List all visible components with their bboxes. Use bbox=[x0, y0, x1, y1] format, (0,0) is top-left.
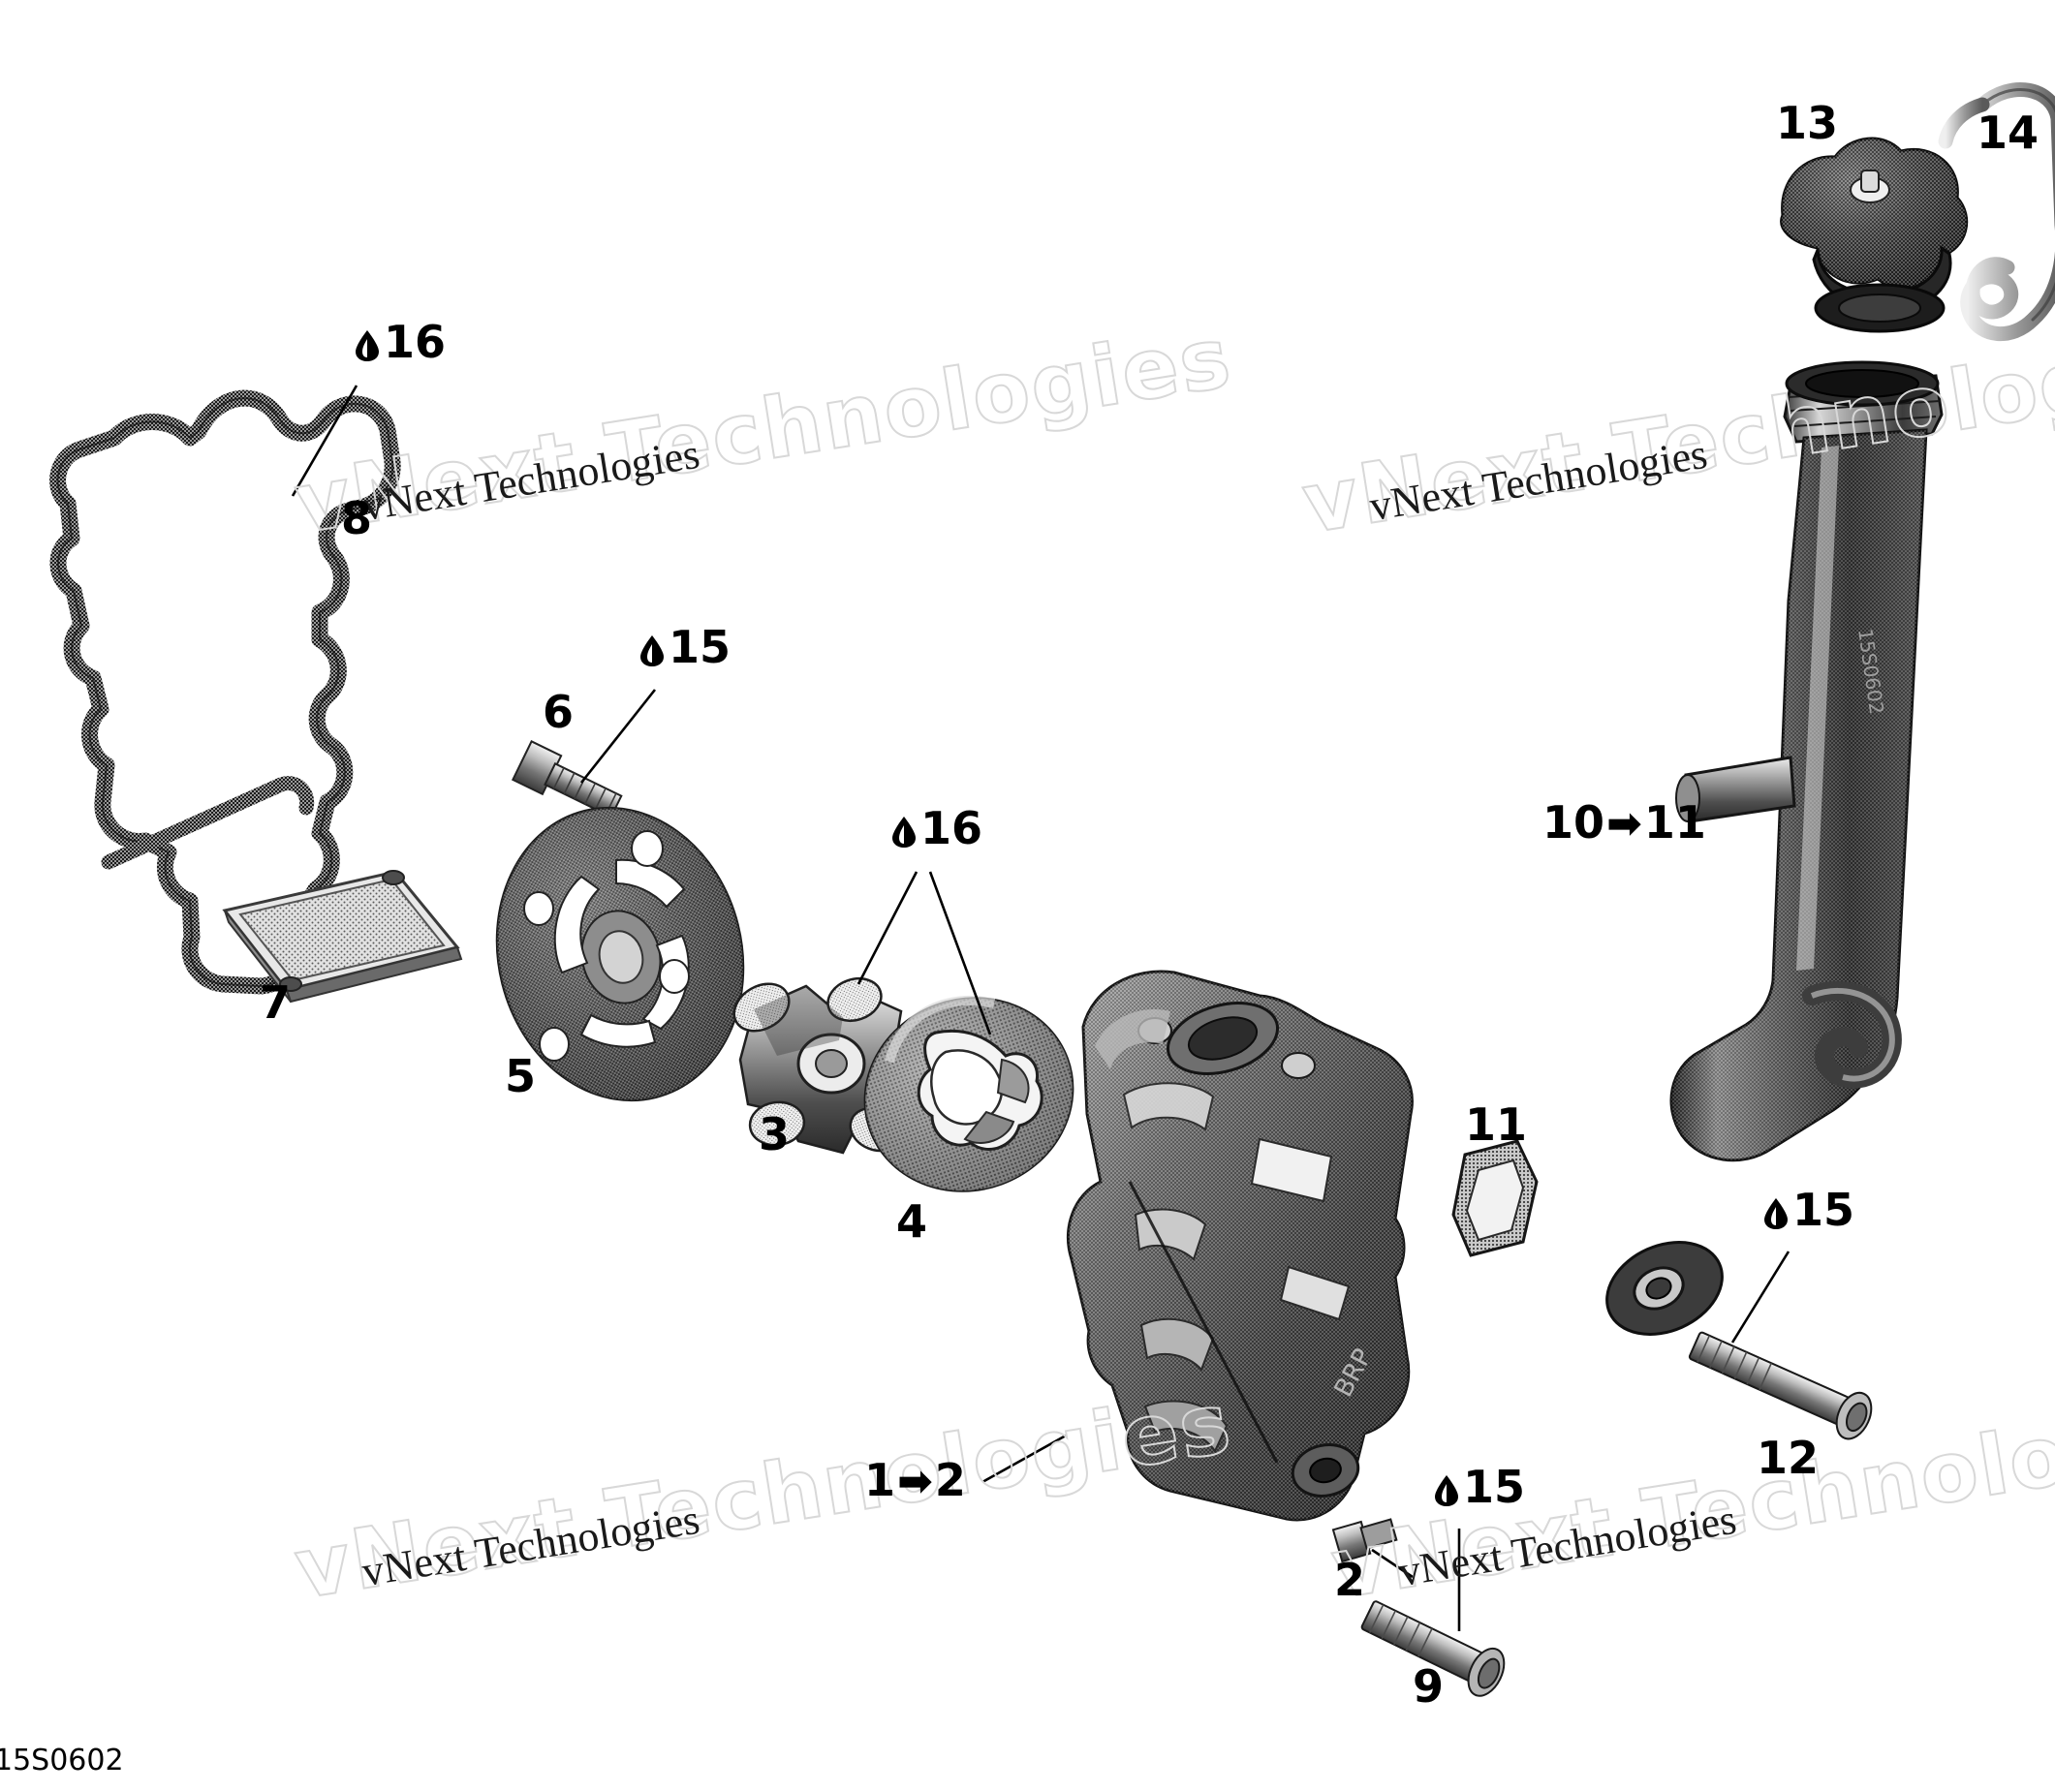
callout-12-long-bolt: 12 bbox=[1757, 1436, 1819, 1480]
callout-16-rotors: 16 bbox=[891, 806, 982, 850]
callout-text: 16 bbox=[920, 802, 983, 854]
callout-text: 15 bbox=[669, 621, 732, 673]
oil-drop-icon bbox=[1763, 1192, 1789, 1229]
callout-15-bolt9: 15 bbox=[1434, 1465, 1525, 1509]
leader-16a bbox=[291, 385, 358, 497]
arrow-right-icon: ➡ bbox=[1606, 799, 1642, 849]
watermark-text: vNext Technologies bbox=[358, 1495, 703, 1596]
part-4-outer-rotor bbox=[863, 995, 1074, 1192]
oil-drop-icon bbox=[639, 630, 665, 666]
watermark-text: vNext Technologies bbox=[1395, 1495, 1740, 1596]
callout-text-2: 2 bbox=[934, 1454, 966, 1506]
part-8-cover-gasket bbox=[49, 389, 401, 995]
callout-text: 12 bbox=[1757, 1432, 1820, 1484]
callout-5-cover-plate: 5 bbox=[505, 1054, 536, 1098]
leader-15a bbox=[579, 689, 657, 784]
callout-text-2: 11 bbox=[1643, 796, 1706, 849]
callout-11-seal: 11 bbox=[1465, 1102, 1527, 1147]
watermark-outline: vNext Technologies bbox=[288, 1374, 1239, 1619]
leader-lines bbox=[291, 385, 1790, 1631]
callout-13-filler-cap: 13 bbox=[1776, 101, 1838, 145]
watermark-outline: vNext Technologies bbox=[1295, 308, 2055, 553]
callout-15-bolt6: 15 bbox=[639, 625, 731, 669]
callout-text: 3 bbox=[759, 1108, 791, 1160]
callout-16-gasket: 16 bbox=[355, 320, 446, 364]
svg-text:BRP: BRP bbox=[1329, 1344, 1379, 1403]
leader-15c bbox=[1730, 1251, 1790, 1344]
watermark-text: vNext Technologies bbox=[1366, 429, 1711, 531]
part-13-oil-filler-cap bbox=[1780, 137, 1969, 333]
callout-15-bolt12: 15 bbox=[1763, 1188, 1854, 1232]
callout-1-to-2-housing: 1➡2 bbox=[864, 1458, 966, 1503]
oil-drop-icon bbox=[1434, 1469, 1459, 1506]
callout-3-inner-rotor: 3 bbox=[759, 1112, 790, 1157]
leader-16b-left bbox=[856, 871, 919, 985]
part-6-hex-bolt bbox=[511, 740, 623, 819]
callout-text: 1 bbox=[864, 1454, 896, 1506]
callout-text: 15 bbox=[1463, 1461, 1526, 1513]
oil-drop-icon bbox=[355, 324, 380, 361]
callout-text: 5 bbox=[505, 1050, 537, 1102]
diagram-id-code: 15S0602 bbox=[0, 1744, 124, 1777]
callout-text: 14 bbox=[1977, 107, 2039, 159]
svg-text:15S0602: 15S0602 bbox=[1853, 627, 1888, 716]
callout-6-bolt: 6 bbox=[543, 690, 574, 734]
callout-text: 11 bbox=[1465, 1098, 1528, 1151]
callout-text: 10 bbox=[1542, 796, 1605, 849]
callout-4-outer-rotor: 4 bbox=[896, 1199, 927, 1244]
callout-10-to-11-tube: 10➡11 bbox=[1542, 800, 1706, 846]
callout-text: 9 bbox=[1413, 1660, 1445, 1713]
callout-text: 8 bbox=[341, 492, 373, 544]
callout-text: 15 bbox=[1792, 1184, 1855, 1236]
oil-drop-icon bbox=[891, 811, 917, 848]
callout-text: 13 bbox=[1776, 97, 1839, 149]
leader-16b-right bbox=[928, 871, 992, 1035]
callout-text: 16 bbox=[384, 316, 447, 368]
callout-7-strainer: 7 bbox=[260, 980, 291, 1025]
callout-text: 6 bbox=[543, 686, 575, 738]
arrow-right-icon: ➡ bbox=[897, 1457, 933, 1506]
leader-2 bbox=[1371, 1548, 1414, 1579]
part-11-tube-seal bbox=[1451, 1139, 1539, 1257]
callout-14-retainer-wire: 14 bbox=[1977, 110, 2039, 155]
callout-9-bolt: 9 bbox=[1413, 1664, 1444, 1709]
callout-text: 4 bbox=[896, 1195, 928, 1248]
callout-text: 7 bbox=[260, 976, 292, 1029]
leader-1-2 bbox=[981, 1434, 1067, 1484]
callout-8-gasket: 8 bbox=[341, 496, 372, 541]
watermark-text: vNext Technologies bbox=[358, 429, 703, 531]
part-12-long-flange-bolt bbox=[1688, 1331, 1873, 1440]
callout-2-dowel: 2 bbox=[1334, 1558, 1365, 1602]
part-1-oil-pump-housing: BRP bbox=[1067, 970, 1414, 1522]
callout-text: 2 bbox=[1334, 1554, 1366, 1606]
